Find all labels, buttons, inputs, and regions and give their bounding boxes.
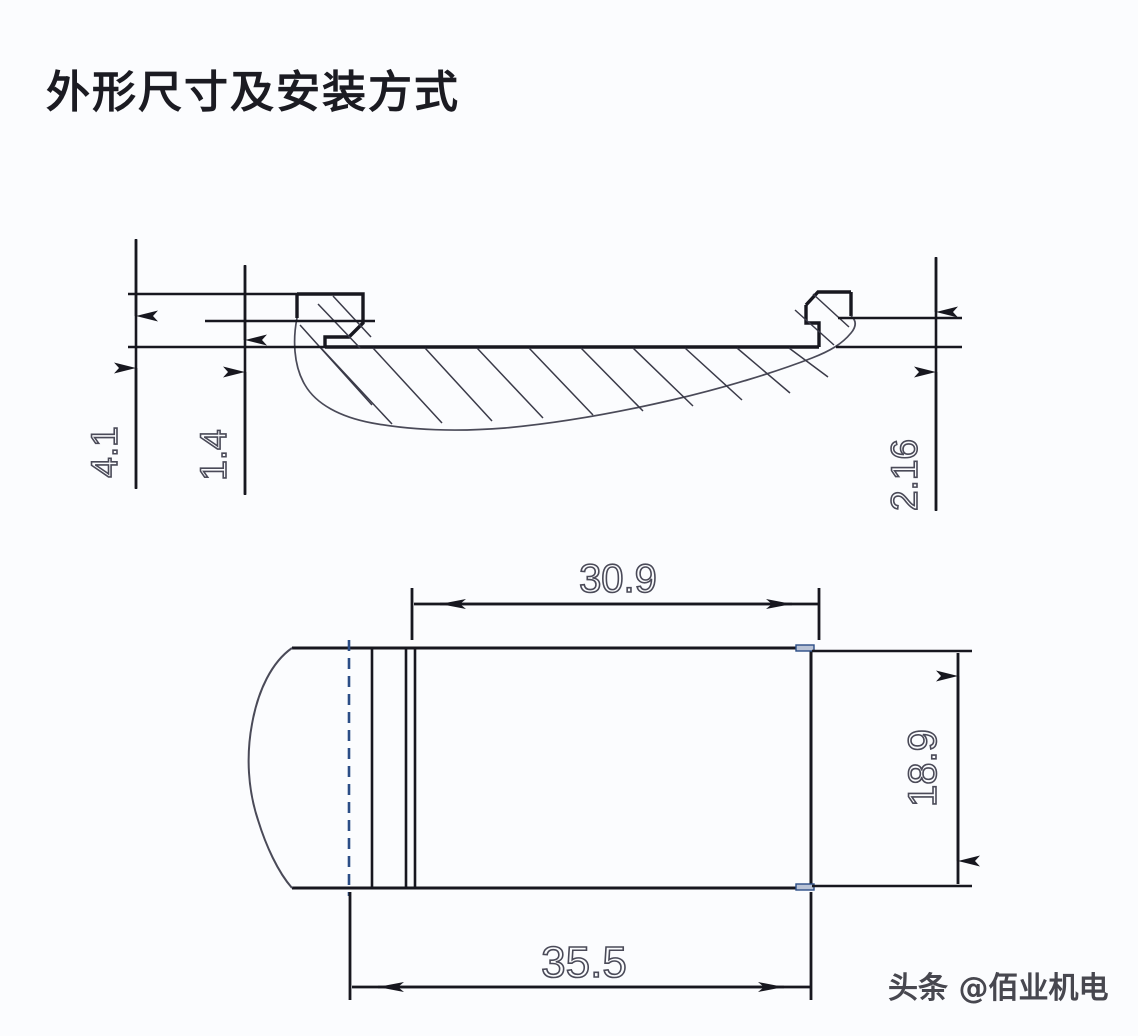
- plan-view: 30.9 18.9 35.5: [247, 556, 980, 1000]
- dim-4-1-label: 4.1: [84, 426, 125, 477]
- dim-2-16: 2.16: [836, 257, 962, 512]
- plan-detail-lines: [370, 648, 417, 888]
- dim-35-5: 35.5: [348, 892, 813, 1000]
- dim-4-1: 4.1: [83, 239, 330, 489]
- watermark: 头条 @佰业机电: [888, 971, 1109, 1006]
- dim-35-5-label: 35.5: [541, 938, 627, 987]
- right-hook-inner: [804, 305, 821, 347]
- dim-30-9-label: 30.9: [579, 557, 657, 601]
- plan-outline: [247, 646, 813, 890]
- right-hook-upper: [804, 290, 851, 307]
- underside-curve: [293, 315, 856, 431]
- dim-2-16-label: 2.16: [884, 439, 925, 511]
- page-title: 外形尺寸及安装方式: [46, 67, 460, 118]
- section-hatching: [299, 293, 850, 425]
- profile-outline: [295, 290, 853, 349]
- dim-1-4: 1.4: [192, 265, 375, 495]
- notch-bottom-right: [795, 883, 815, 891]
- dim-18-9-label: 18.9: [901, 729, 945, 807]
- profile-underside: [293, 315, 856, 431]
- cross-section-view: 4.1 1.4 2.16: [83, 239, 962, 512]
- dim-18-9: 18.9: [812, 649, 980, 888]
- notch-top-right: [795, 644, 815, 652]
- plan-nose-curve: [247, 647, 293, 889]
- left-hook-upper: [297, 292, 365, 347]
- dim-30-9: 30.9: [410, 556, 821, 640]
- dim-1-4-label: 1.4: [193, 429, 234, 480]
